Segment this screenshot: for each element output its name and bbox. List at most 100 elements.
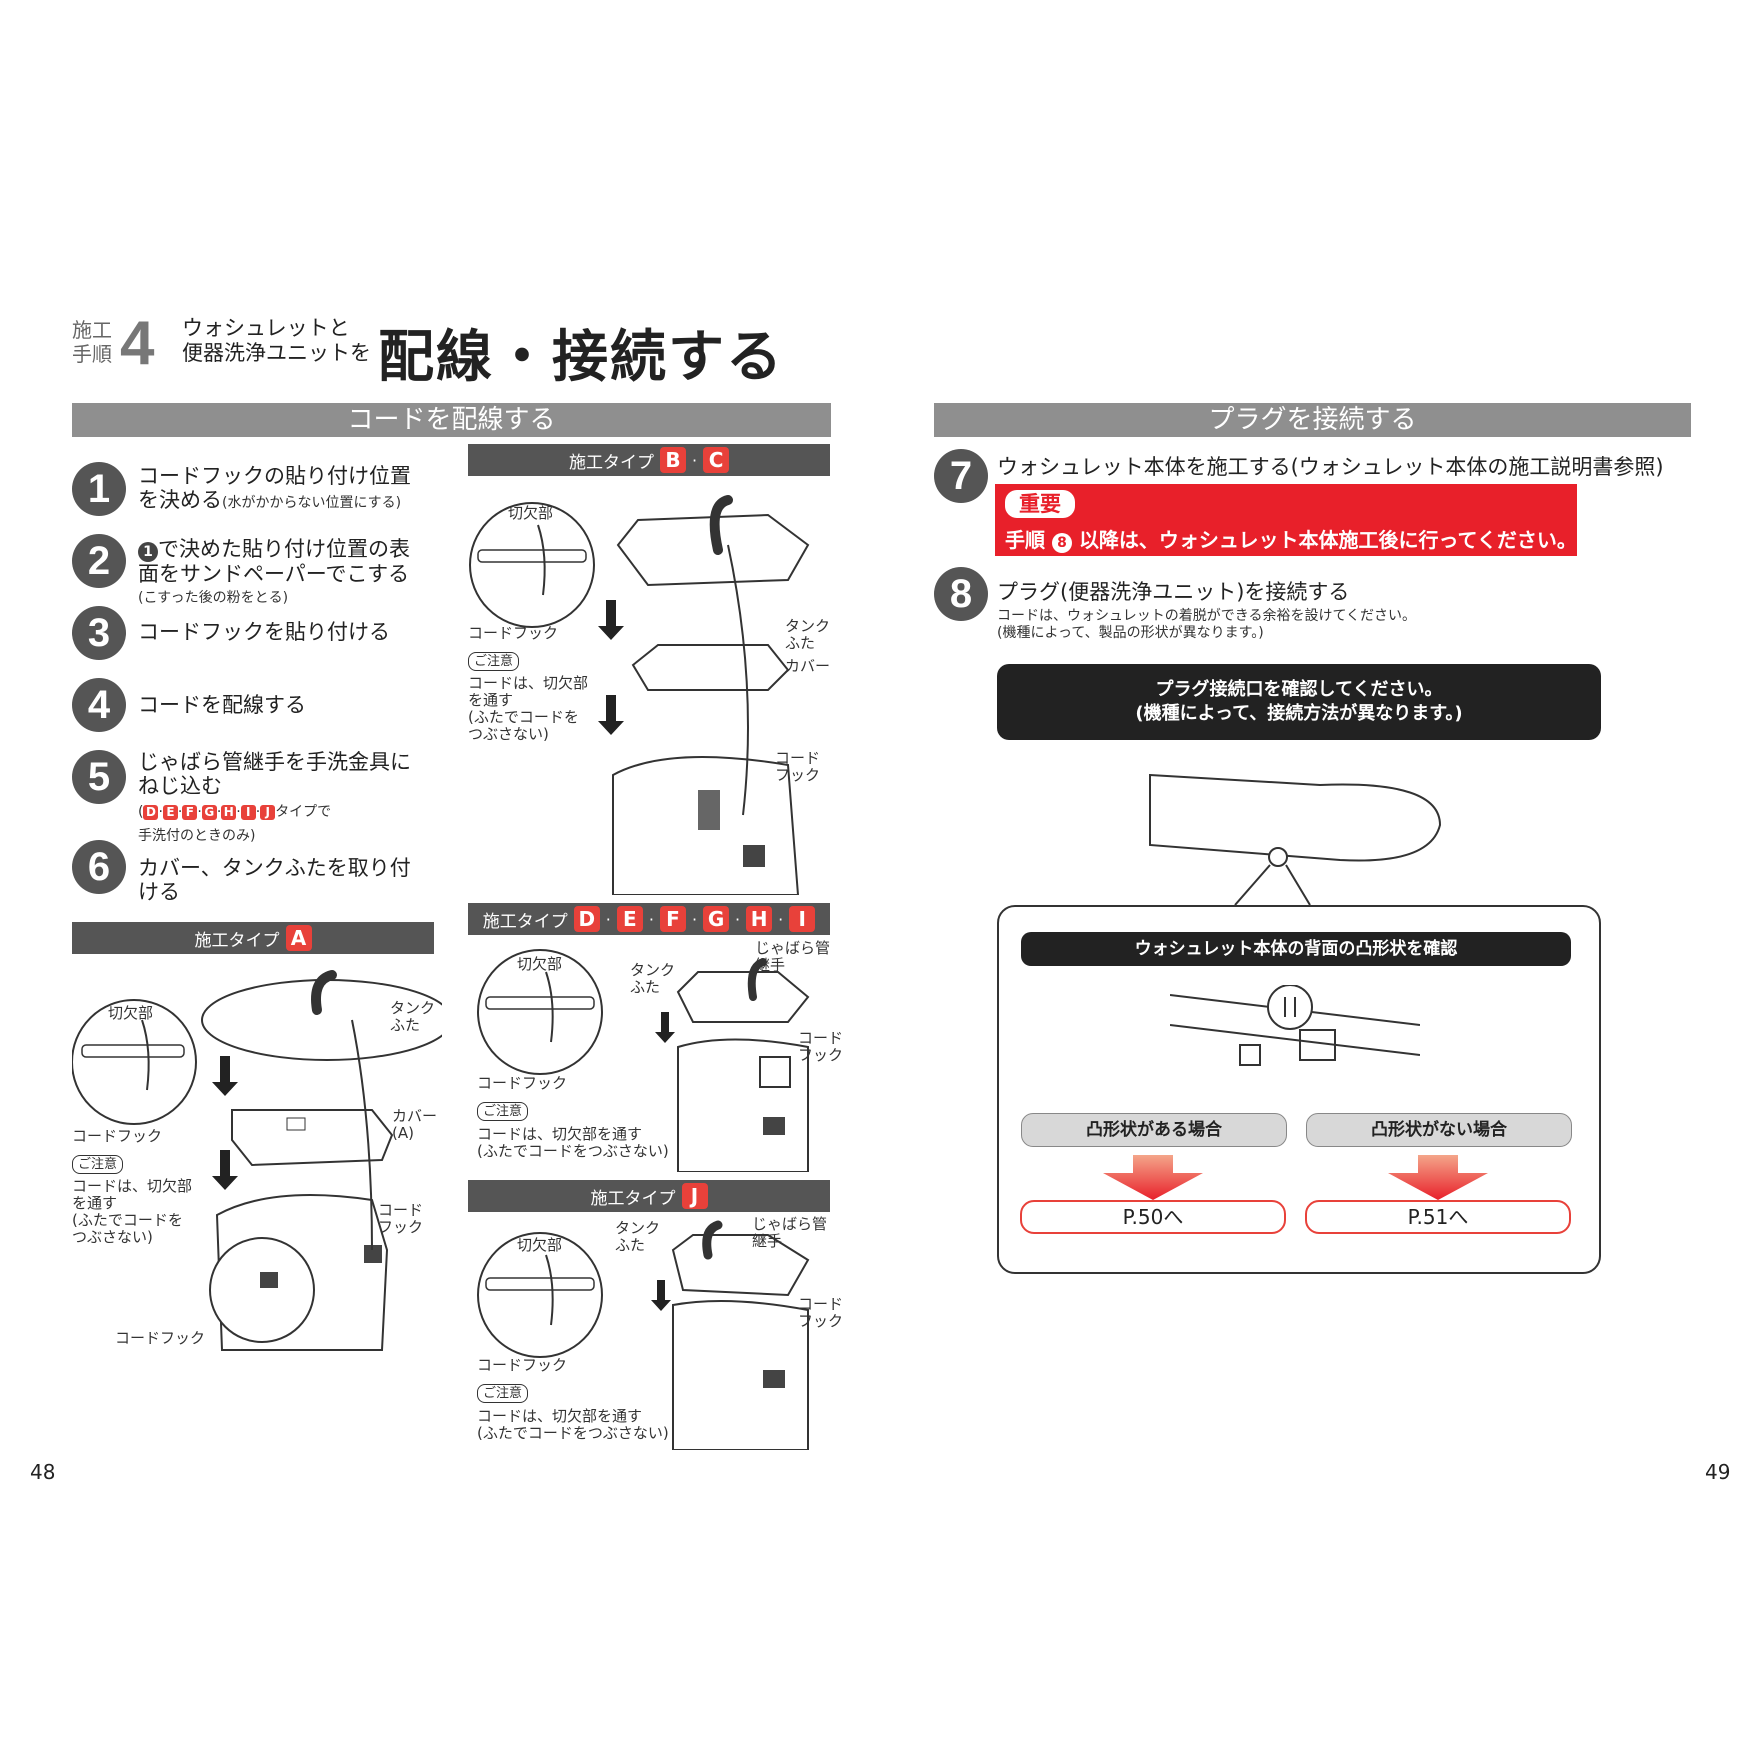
- important-text-after: 以降は、ウォシュレット本体施工後に行ってください。: [1078, 528, 1577, 552]
- type-dei-bellows-2: 継手: [755, 956, 786, 974]
- type-g-tag: G: [703, 906, 730, 932]
- step-2-ref-mark: 1: [138, 542, 158, 562]
- type-j-cord-label: コード フック: [798, 1296, 843, 1330]
- section-title-cord: コードを配線する: [347, 405, 556, 435]
- type-d-tag: D: [573, 906, 600, 932]
- type-a-cover-2: (A): [392, 1124, 414, 1142]
- type-dei-label: 施工タイプ: [482, 911, 568, 932]
- plug-check-line1: プラグ接続口を確認してください。: [1155, 679, 1443, 700]
- step-7-text: ウォシュレット本体を施工する(ウォシュレット本体の施工説明書参照): [997, 455, 1664, 479]
- type-j-bar: 施工タイプ J: [468, 1180, 830, 1212]
- type-h-tag: H: [746, 906, 773, 932]
- type-a-caution-badge: ご注意: [72, 1155, 124, 1174]
- step-8-note-2: (機種によって、製品の形状が異なります。): [997, 625, 1264, 641]
- type-j-notch-label: 切欠部: [517, 1236, 563, 1254]
- step-label-line2: 手順: [72, 342, 112, 366]
- ref-p51-link[interactable]: P.51へ: [1305, 1200, 1571, 1234]
- type-j-label: 施工タイプ: [590, 1188, 676, 1209]
- subtitle-line1: ウォシュレットと: [182, 316, 350, 340]
- type-bc-cord-2: フック: [775, 766, 821, 784]
- step-1-line2: を決める: [138, 488, 222, 512]
- type-bc-caution-badge: ご注意: [468, 652, 520, 671]
- type-tag-i: I: [240, 805, 256, 820]
- type-tag-f: F: [182, 805, 198, 820]
- type-e-tag: E: [616, 906, 643, 932]
- type-j-tank-lid-2: ふた: [615, 1236, 646, 1254]
- type-dei-bellows-label: じゃばら管 継手: [755, 940, 830, 974]
- step-8-text: プラグ(便器洗浄ユニット)を接続する: [997, 580, 1350, 604]
- washlet-rear-illustration: [1149, 773, 1442, 905]
- type-j-bellows-label: じゃばら管 継手: [752, 1216, 827, 1250]
- type-a-cover-label: カバー (A): [392, 1108, 437, 1142]
- type-bc-note-4: つぶさない): [468, 725, 549, 743]
- step-4-text: コードを配線する: [138, 693, 306, 717]
- step-2-badge: 2: [72, 534, 126, 588]
- type-bc-note-3: (ふたでコードを: [468, 708, 579, 726]
- step-1-badge: 1: [72, 462, 126, 516]
- step-label-line1: 施工: [72, 318, 112, 342]
- type-bc-caution: ご注意: [468, 652, 520, 671]
- type-a-note-2: を通す: [72, 1194, 118, 1212]
- type-i-tag: I: [789, 906, 816, 932]
- type-tag-d: D: [143, 805, 159, 820]
- ref-p50-link[interactable]: P.50へ: [1020, 1200, 1286, 1234]
- step-5-badge: 5: [72, 750, 126, 804]
- type-j-cord-2: フック: [798, 1312, 844, 1330]
- type-dei-caution: ご注意: [477, 1102, 529, 1121]
- type-f-tag: F: [659, 906, 686, 932]
- type-j-bellows-2: 継手: [752, 1232, 783, 1250]
- type-bc-cover-label: カバー: [785, 657, 831, 675]
- subtitle-line2: 便器洗浄ユニットを: [182, 341, 371, 365]
- check-title: ウォシュレット本体の背面の凸形状を確認: [1134, 939, 1458, 959]
- step-8-notes: コードは、ウォシュレットの着脱ができる余裕を設けてください。 (機種によって、製…: [997, 608, 1416, 642]
- type-dei-bar: 施工タイプ D· E· F· G· H· I: [468, 903, 830, 935]
- step-number: 4: [120, 309, 155, 378]
- type-j-tag: J: [681, 1183, 708, 1209]
- type-a-tank-lid-1: タンク: [390, 999, 436, 1017]
- type-a-label: 施工タイプ: [194, 930, 280, 951]
- type-bc-tank-lid-label: タンク ふた: [785, 618, 830, 652]
- type-a-tank-lid-label: タンク ふた: [390, 1000, 435, 1034]
- type-dei-tank-lid-1: タンク: [630, 961, 676, 979]
- type-bc-cord-1: コード: [775, 749, 821, 767]
- type-dei-bellows-1: じゃばら管: [755, 939, 831, 957]
- type-bc-note: コードは、切欠部 を通す (ふたでコードを つぶさない): [468, 675, 588, 743]
- type-dei-illustration: [477, 949, 810, 1172]
- type-dei-caution-badge: ご注意: [477, 1102, 529, 1121]
- type-a-notch-label: 切欠部: [108, 1004, 154, 1022]
- type-a-tank-lid-2: ふた: [390, 1016, 421, 1034]
- type-tag-j: J: [260, 805, 276, 820]
- type-tag-g: G: [201, 805, 217, 820]
- type-bc-cord-label: コード フック: [775, 750, 820, 784]
- important-badge: 重要: [1005, 490, 1075, 518]
- type-tag-e: E: [162, 805, 178, 820]
- step-label: 施工 手順: [72, 318, 112, 366]
- type-j-note-1: コードは、切欠部を通す: [477, 1407, 643, 1425]
- page-number-left: 48: [30, 1460, 56, 1484]
- type-dei-note: コードは、切欠部を通す (ふたでコードをつぶさない): [477, 1126, 669, 1160]
- step-4-badge: 4: [72, 678, 126, 732]
- type-dei-cord-2: フック: [798, 1046, 844, 1064]
- type-a-note: コードは、切欠部 を通す (ふたでコードを つぶさない): [72, 1178, 192, 1246]
- section-bar-cord: コードを配線する: [72, 403, 831, 437]
- step-2-line1: で決めた貼り付け位置の表: [158, 537, 410, 561]
- step-1-note: (水がかからない位置にする): [222, 495, 402, 511]
- type-dei-tank-lid-2: ふた: [630, 978, 661, 996]
- type-a-cord-1: コード: [378, 1201, 424, 1219]
- type-dei-note-1: コードは、切欠部を通す: [477, 1125, 643, 1143]
- section-title-plug: プラグを接続する: [1208, 405, 1417, 435]
- step-5-note-suffix: タイプで: [275, 804, 332, 820]
- step-6-line2: ける: [138, 880, 180, 904]
- plug-check-box: プラグ接続口を確認してください。 (機種によって、接続方法が異なります。): [997, 664, 1601, 740]
- down-arrow-icon: [1103, 1155, 1203, 1200]
- type-a-note-4: つぶさない): [72, 1228, 153, 1246]
- type-j-illustration: [477, 1220, 810, 1450]
- step-2-line2: 面をサンドペーパーでこする: [138, 562, 410, 586]
- type-j-bellows-1: じゃばら管: [752, 1215, 828, 1233]
- step-5-line1: じゃばら管継手を手洗金具に: [138, 750, 411, 774]
- step-8-badge: 8: [934, 567, 988, 621]
- type-a-cord-hook-label: コードフック: [72, 1127, 163, 1145]
- case-yes-pill: 凸形状がある場合: [1021, 1113, 1287, 1147]
